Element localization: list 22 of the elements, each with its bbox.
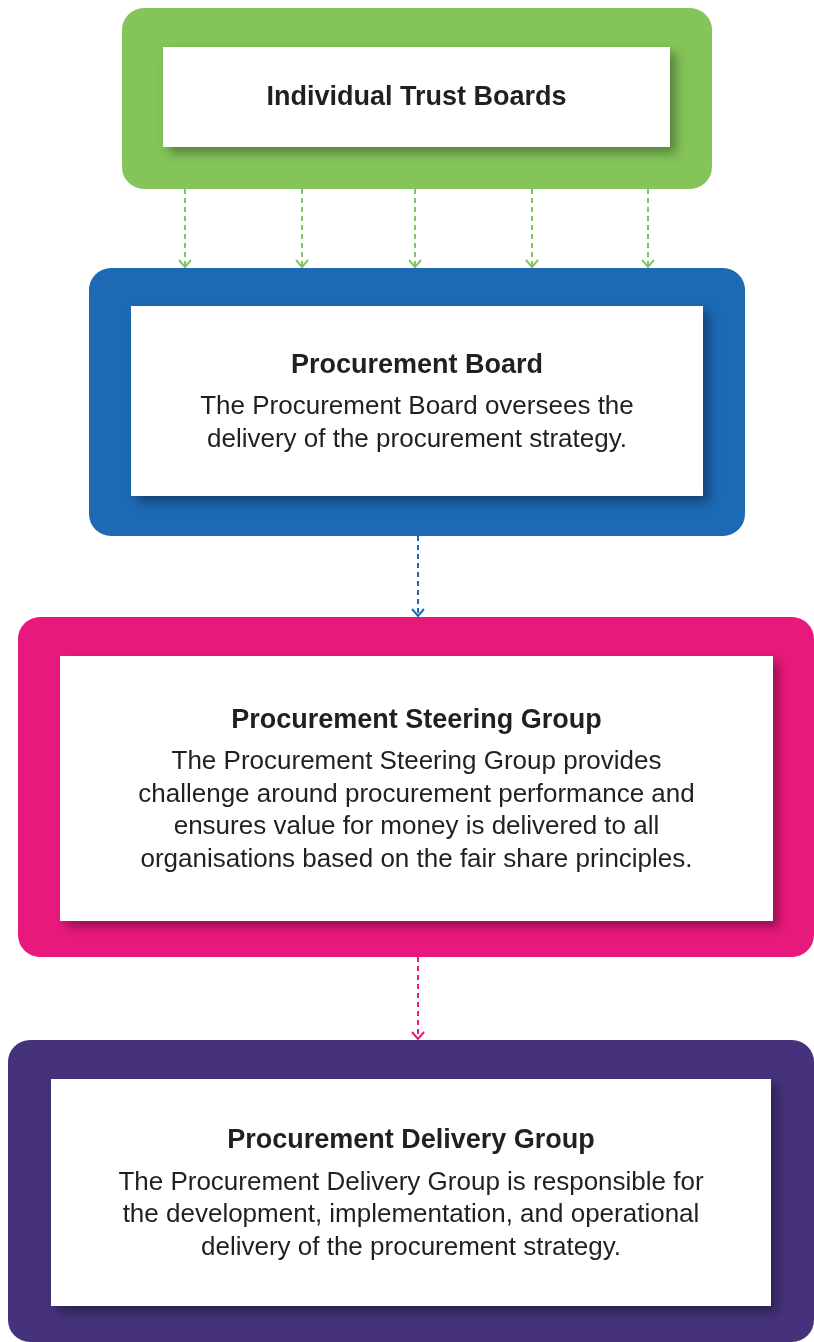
box-description: The Procurement Delivery Group is responsible for the development, implementation, and operational delivery of the procurement strategy. [117, 1164, 705, 1263]
text-panel [163, 47, 670, 147]
text-panel [51, 1079, 771, 1306]
box-heading: Procurement Board [290, 347, 544, 381]
text-panel [60, 656, 773, 921]
dashed-arrow [525, 188, 539, 268]
dashed-arrow [641, 188, 655, 268]
text-panel [131, 306, 703, 496]
dashed-arrow [178, 188, 192, 268]
box-heading: Procurement Steering Group [231, 702, 602, 736]
group-frame [8, 1040, 814, 1342]
box-heading: Procurement Delivery Group [227, 1122, 595, 1156]
box-heading: Individual Trust Boards [266, 80, 567, 114]
group-frame [89, 268, 745, 536]
dashed-arrow [295, 188, 309, 268]
group-frame [122, 8, 712, 189]
dashed-arrow [411, 535, 425, 617]
dashed-arrow [411, 956, 425, 1040]
dashed-arrow [408, 188, 422, 268]
box-description: The Procurement Board oversees the delivery of the procurement strategy. [199, 389, 635, 455]
box-description: The Procurement Steering Group provides challenge around procurement performance and ensures value for money is delivered to all organisations based on the fair share principles. [137, 744, 696, 875]
group-frame [18, 617, 814, 957]
